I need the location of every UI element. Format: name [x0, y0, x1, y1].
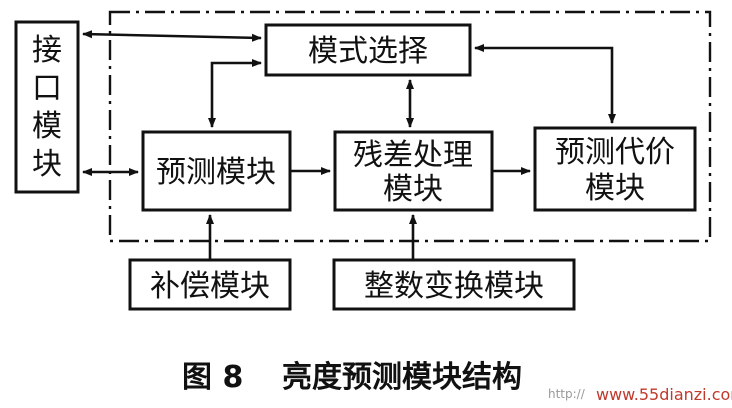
- watermark-site: www.55dianzi.com: [596, 385, 732, 404]
- interface-label-1: 接: [32, 33, 62, 68]
- prediction-cost-label-2: 模块: [585, 171, 645, 206]
- arrow-interface-mode: [82, 30, 262, 42]
- arrow-mode-prediction: [208, 59, 262, 128]
- residual-module-box: [333, 130, 494, 212]
- interface-label-2: 口: [32, 71, 62, 106]
- compensation-module-label: 补偿模块: [150, 269, 270, 304]
- interface-module-box: [14, 20, 80, 194]
- residual-module-label-1: 残差处理: [353, 138, 473, 173]
- compensation-module-box: [128, 258, 292, 311]
- prediction-cost-module-box: [533, 126, 697, 212]
- integer-transform-label: 整数变换模块: [364, 269, 544, 304]
- integer-transform-module-box: [332, 258, 576, 311]
- mode-select-box: [264, 23, 472, 77]
- figure-title: 亮度预测模块结构: [282, 360, 522, 395]
- residual-module-label-2: 模块: [383, 172, 443, 207]
- interface-label-4: 块: [32, 147, 62, 182]
- prediction-cost-label-1: 预测代价: [555, 135, 675, 170]
- module-boundary: [108, 10, 712, 243]
- figure-number: 图 8: [182, 360, 243, 395]
- interface-label-3: 模: [32, 109, 62, 144]
- prediction-module-label: 预测模块: [156, 155, 276, 190]
- watermark-prefix: http://: [548, 387, 586, 401]
- arrow-mode-cost: [474, 44, 616, 124]
- mode-select-label: 模式选择: [308, 34, 428, 69]
